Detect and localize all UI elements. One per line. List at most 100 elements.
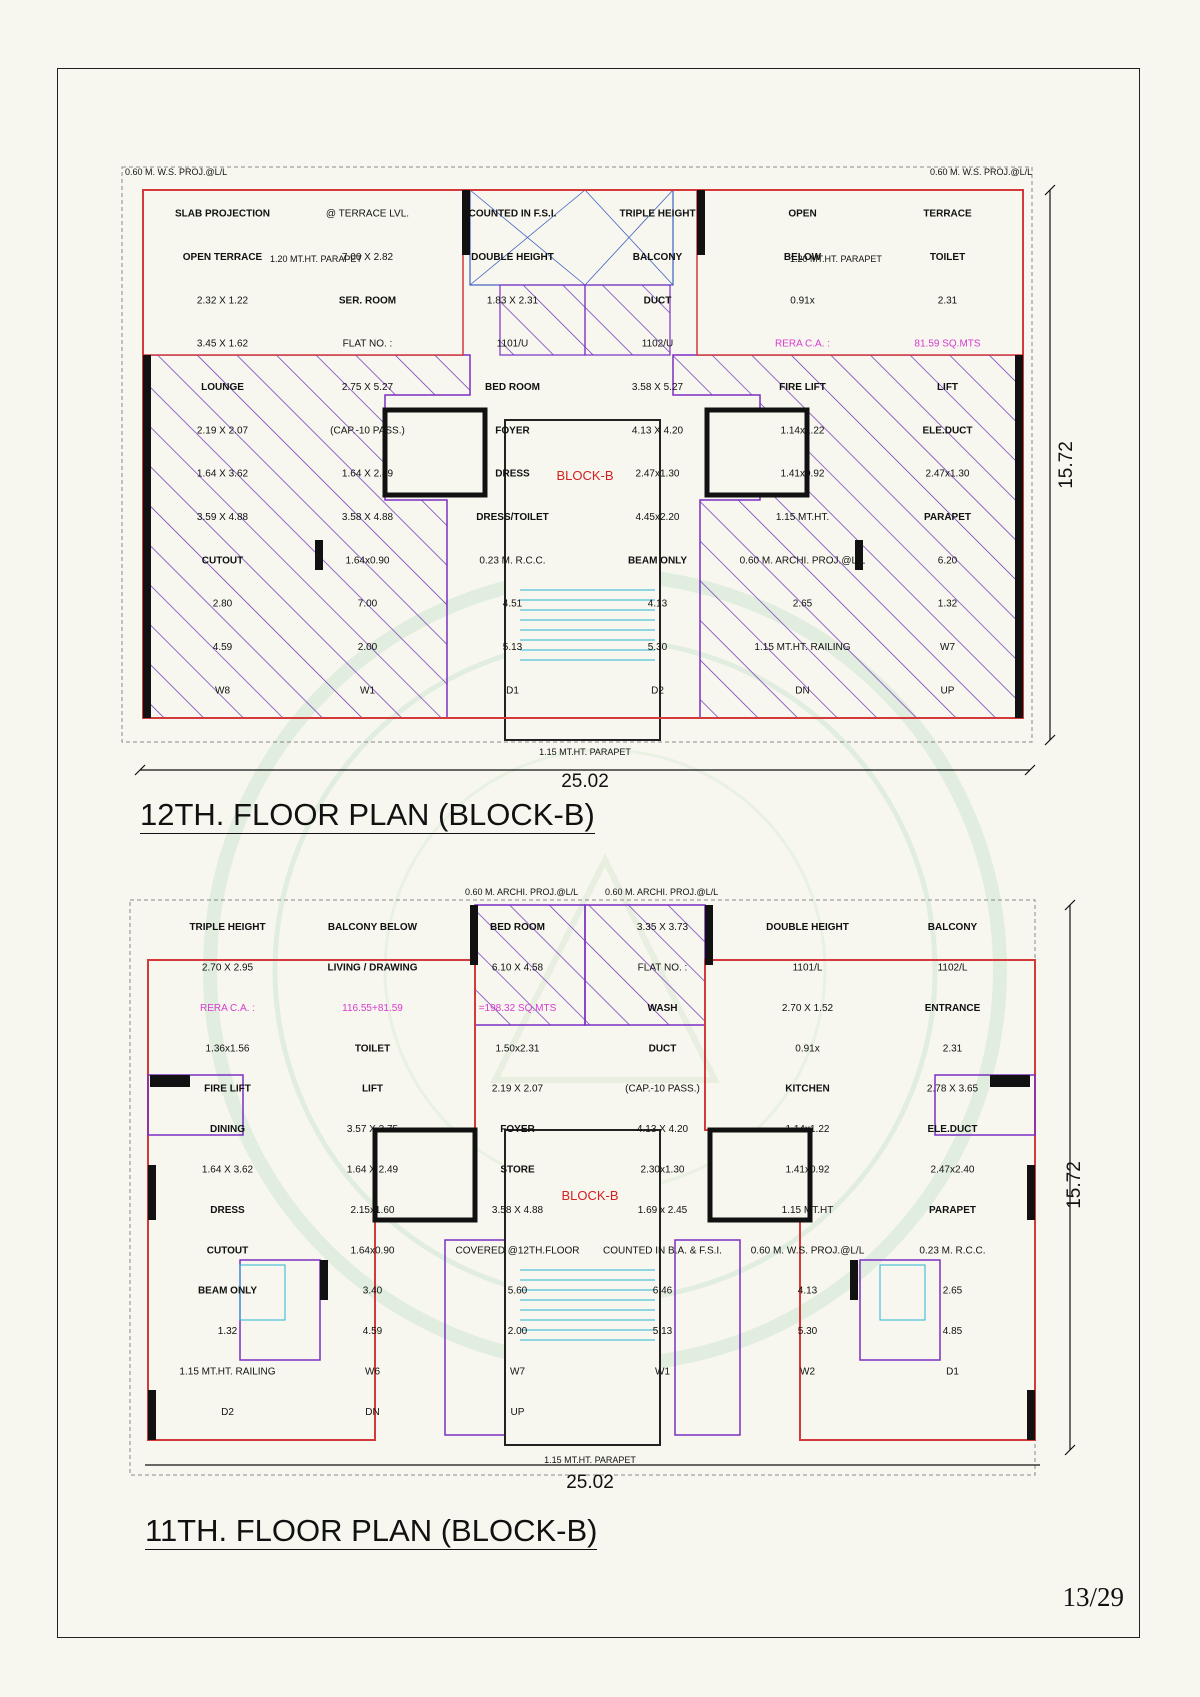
plan-label: 5.30 [648,642,668,653]
plan-label: 1101/U [497,339,529,350]
plan-label: 5.30 [798,1326,818,1337]
plan-label: 81.59 SQ.MTS [914,339,980,350]
plan-label: 3.45 X 1.62 [197,339,249,350]
plan-label: 2.70 X 1.52 [782,1003,834,1014]
plan-label: UP [941,685,955,696]
plan-label: 1.32 [218,1326,238,1337]
plan11-proj-right: 0.60 M. ARCHI. PROJ.@L/L [605,887,718,897]
plan-label: 5.60 [508,1286,528,1297]
plan-label: 2.19 X 2.07 [197,425,249,436]
plan-label: 6.46 [653,1286,673,1297]
plan-label: BEAM ONLY [198,1286,257,1297]
plan11-title: 11TH. FLOOR PLAN (BLOCK-B) [145,1513,598,1551]
plan12-title: 12TH. FLOOR PLAN (BLOCK-B) [140,797,595,835]
plan-label: D2 [221,1407,234,1418]
plan-label: TRIPLE HEIGHT [619,209,695,220]
plan-label: W1 [360,685,375,696]
plan-label: 2.31 [943,1043,963,1054]
plan-label: 2.00 [508,1326,528,1337]
plan-label: 1.50x2.31 [496,1043,540,1054]
plan-label: PARAPET [924,512,971,523]
plan12-parapet-right: 1.20 MT.HT. PARAPET [790,254,882,264]
plan-label: 1.64 X 3.62 [202,1165,254,1176]
sheet-border [57,68,1140,1638]
plan-label: 1.41x0.92 [781,469,825,480]
plan-label: 1.15 MT.HT. RAILING [179,1366,275,1377]
plan12-overall-depth: 15.72 [1056,441,1077,489]
plan12-parapet-bottom: 1.15 MT.HT. PARAPET [539,747,631,757]
plan-label: TOILET [355,1043,390,1054]
plan-label: DOUBLE HEIGHT [471,252,554,263]
plan-label: 5.13 [653,1326,673,1337]
plan-label: LOUNGE [201,382,244,393]
plan-label: 4.85 [943,1326,963,1337]
plan-label: 1.64x0.90 [351,1245,395,1256]
plan-label: 4.13 [648,599,668,610]
plan-label: 6.10 X 4.58 [492,963,544,974]
plan12-room-labels: SLAB PROJECTION@ TERRACE LVL.COUNTED IN … [175,209,981,697]
plan-label: PARAPET [929,1205,976,1216]
plan-label: TRIPLE HEIGHT [189,922,265,933]
plan-label: 6.20 [938,555,958,566]
plan-label: (CAP.-10 PASS.) [330,425,405,436]
plan-label: 1.15 MT.HT [782,1205,834,1216]
plan-label: 1.41x0.92 [786,1165,830,1176]
plan-label: DOUBLE HEIGHT [766,922,849,933]
plan-label: 1.15 MT.HT. [776,512,829,523]
plan-label: OPEN TERRACE [183,252,263,263]
plan-label: STORE [500,1165,535,1176]
plan-label: 2.31 [938,295,958,306]
plan-label: DN [795,685,809,696]
plan-label: 0.23 M. R.C.C. [479,555,545,566]
plan-label: 4.59 [213,642,233,653]
plan-label: 3.58 X 5.27 [632,382,684,393]
plan-label: 4.13 X 4.20 [637,1124,689,1135]
plan-label: COUNTED IN F.S.I. [469,209,557,220]
plan-label: W1 [655,1366,670,1377]
plan-label: 1.64 X 3.62 [197,469,249,480]
plan-label: COVERED @12TH.FLOOR [455,1245,579,1256]
page-number: 13/29 [1062,1582,1124,1612]
plan-label: 1.36x1.56 [206,1043,250,1054]
plan12-proj-right: 0.60 M. W.S. PROJ.@L/L [930,167,1032,177]
plan-label: LIFT [937,382,958,393]
plan-label: OPEN [788,209,816,220]
plan-label: RERA C.A. : [775,339,830,350]
plan-label: DRESS [495,469,530,480]
plan12-proj-left: 0.60 M. W.S. PROJ.@L/L [125,167,227,177]
plan-label: 1102/U [642,339,674,350]
plan-label: DRESS [210,1205,245,1216]
plan-label: 5.13 [503,642,523,653]
plan-label: 3.57 X 3.75 [347,1124,399,1135]
plan-label: BELOW [784,252,822,263]
plan-label: 1.83 X 2.31 [487,295,539,306]
plan-label: ELE.DUCT [923,425,973,436]
plan-label: RERA C.A. : [200,1003,255,1014]
plan-label: @ TERRACE LVL. [326,209,409,220]
plan-label: KITCHEN [785,1084,829,1095]
plan-label: 2.00 [358,642,378,653]
plan-label: 2.65 [943,1286,963,1297]
plan-label: D1 [946,1366,959,1377]
plan-label: (CAP.-10 PASS.) [625,1084,700,1095]
plan-label: 1101/L [793,963,823,974]
plan-label: 2.65 [793,599,813,610]
plan-label: 2.70 X 2.95 [202,963,254,974]
plan-label: 4.13 X 4.20 [632,425,684,436]
plan-label: W2 [800,1366,815,1377]
plan-label: 2.32 X 1.22 [197,295,249,306]
plan12-block-label: BLOCK-B [556,468,613,483]
plan11-overall-depth: 15.72 [1064,1161,1085,1209]
plan-label: BALCONY [633,252,683,263]
plan-label: 0.91x [795,1043,819,1054]
plan-label: 2.47x1.30 [926,469,970,480]
plan-label: 3.58 X 4.88 [342,512,394,523]
plan-label: 1.14x1.22 [786,1124,830,1135]
plan11-overall-width: 25.02 [566,1472,614,1493]
plan-label: 116.55+81.59 [342,1003,403,1014]
plan-label: 0.23 M. R.C.C. [919,1245,985,1256]
plan-label: ENTRANCE [925,1003,981,1014]
plan-label: TERRACE [923,209,972,220]
plan-label: TOILET [930,252,965,263]
plan-label: 1.64x0.90 [346,555,390,566]
